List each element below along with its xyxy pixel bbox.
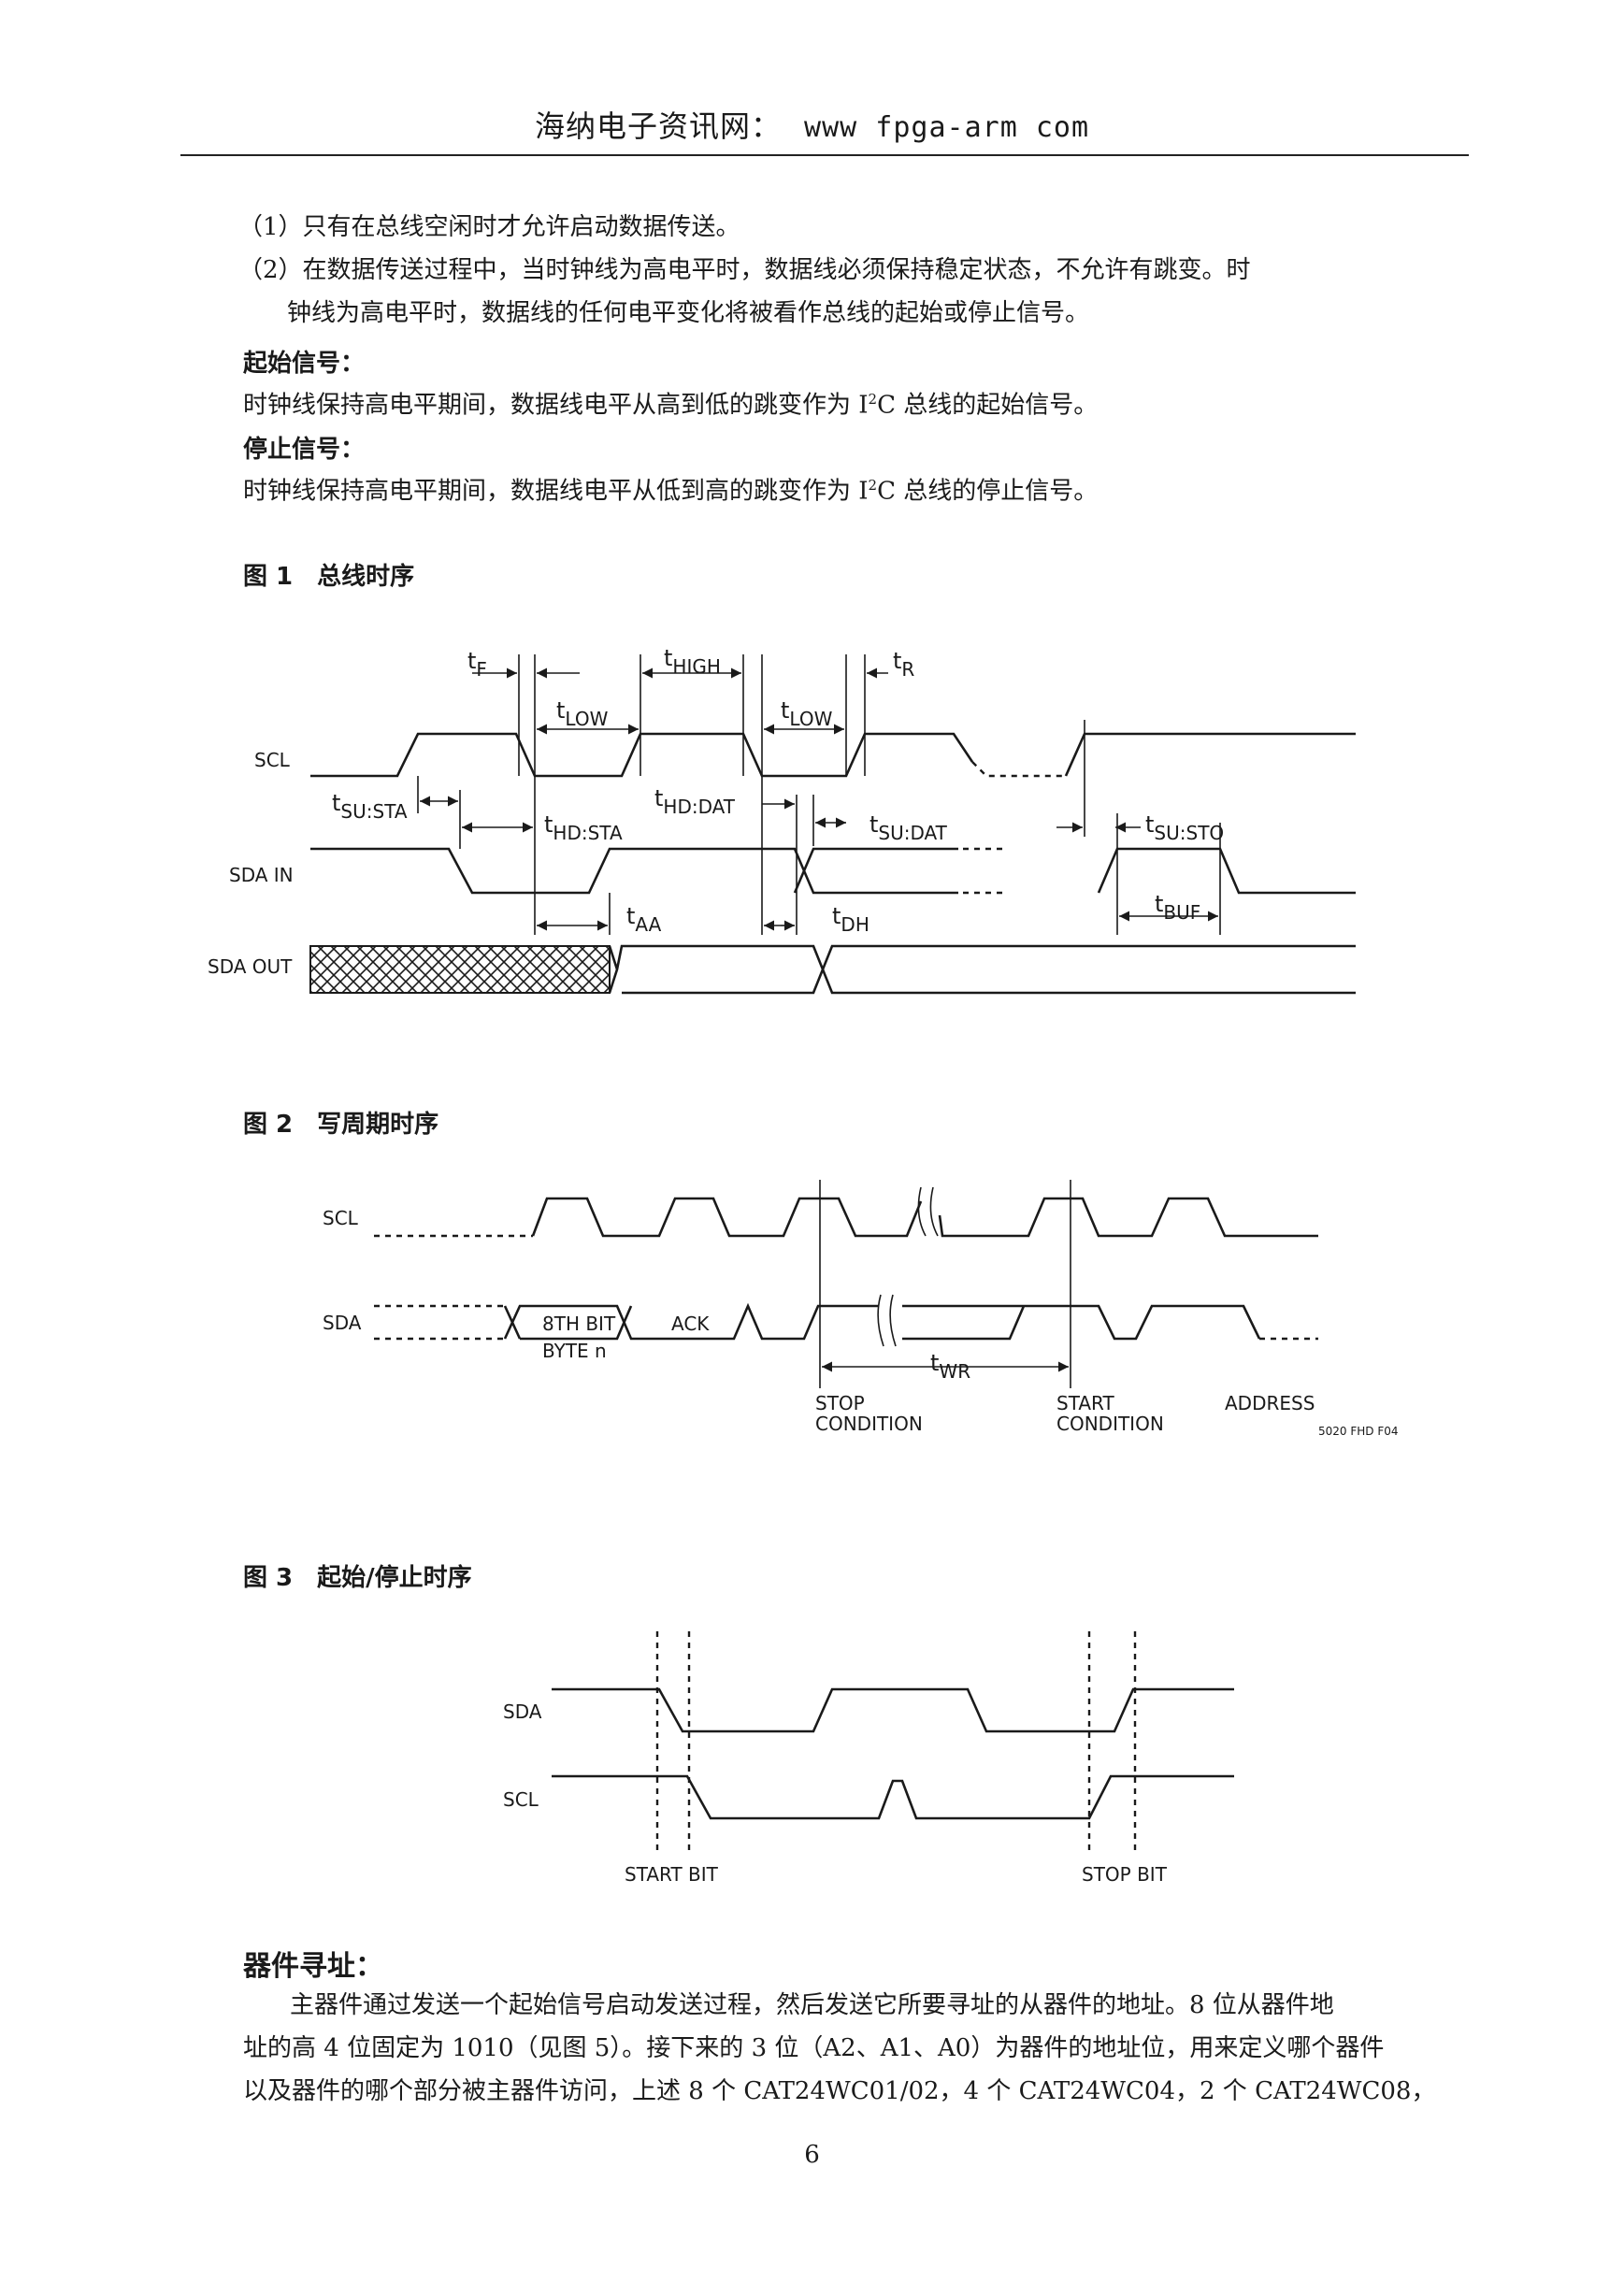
fig1-sda-out-wave (608, 944, 1356, 995)
addressing-heading: 器件寻址： (243, 1950, 383, 1983)
stop-signal-text: 时钟线保持高电平期间，数据线电平从低到高的跳变作为 I2C 总线的停止信号。 (243, 477, 1099, 506)
svg-text:tHIGH: tHIGH (664, 645, 721, 678)
svg-text:tSU:STO: tSU:STO (1145, 811, 1224, 844)
fig1-sda-out-undefined (309, 945, 611, 994)
figure-2-caption: 图 2 写周期时序 (243, 1111, 439, 1139)
svg-text:tHD:DAT: tHD:DAT (654, 785, 736, 818)
svg-text:tHD:STA: tHD:STA (544, 811, 623, 844)
addressing-line-3: 以及器件的哪个部分被主器件访问，上述 8 个 CAT24WC01/02，4 个 … (243, 2077, 1436, 2105)
svg-text:tF: tF (467, 648, 487, 681)
rule-2-line-2: 钟线为高电平时，数据线的任何电平变化将被看作总线的起始或停止信号。 (287, 299, 1090, 327)
svg-text:tAA: tAA (626, 903, 662, 936)
site-name: 海纳电子资讯网： (535, 108, 783, 144)
svg-text:tLOW: tLOW (781, 697, 833, 730)
header-rule (180, 154, 1469, 156)
start-signal-text: 时钟线保持高电平期间，数据线电平从高到低的跳变作为 I2C 总线的起始信号。 (243, 391, 1099, 420)
start-signal-heading: 起始信号： (243, 350, 366, 378)
svg-text:tDH: tDH (832, 903, 869, 936)
fig1-sda-in-label: SDA IN (229, 864, 294, 886)
svg-text:tR: tR (893, 648, 914, 681)
fig1-scl-label: SCL (254, 749, 291, 771)
svg-text:tLOW: tLOW (556, 697, 609, 730)
stop-signal-heading: 停止信号： (243, 436, 366, 464)
fig1-sda-in-wave (310, 847, 958, 895)
rule-2-line-1: （2）在数据传送过程中，当时钟线为高电平时，数据线必须保持稳定状态，不允许有跳变… (238, 256, 1251, 284)
addressing-line-2: 址的高 4 位固定为 1010（见图 5）。接下来的 3 位（A2、A1、A0）… (243, 2034, 1385, 2062)
page-header: 海纳电子资讯网： www fpga-arm com (0, 103, 1624, 146)
site-url: www fpga-arm com (804, 111, 1089, 144)
fig1-scl-gap (971, 761, 1066, 778)
figure-1-caption: 图 1 总线时序 (243, 563, 415, 591)
page-number: 6 (804, 2141, 820, 2169)
svg-text:tSU:STA: tSU:STA (332, 790, 408, 823)
rule-1: （1）只有在总线空闲时才允许启动数据传送。 (238, 213, 740, 241)
fig1-scl-wave (310, 732, 974, 778)
addressing-line-1: 主器件通过发送一个起始信号启动发送过程，然后发送它所要寻址的从器件的地址。8 位… (290, 1991, 1334, 2019)
fig1-sda-out-label: SDA OUT (208, 955, 293, 978)
figure-3-caption: 图 3 起始/停止时序 (243, 1564, 472, 1592)
svg-text:tBUF: tBUF (1155, 891, 1200, 924)
svg-text:tSU:DAT: tSU:DAT (869, 811, 948, 844)
